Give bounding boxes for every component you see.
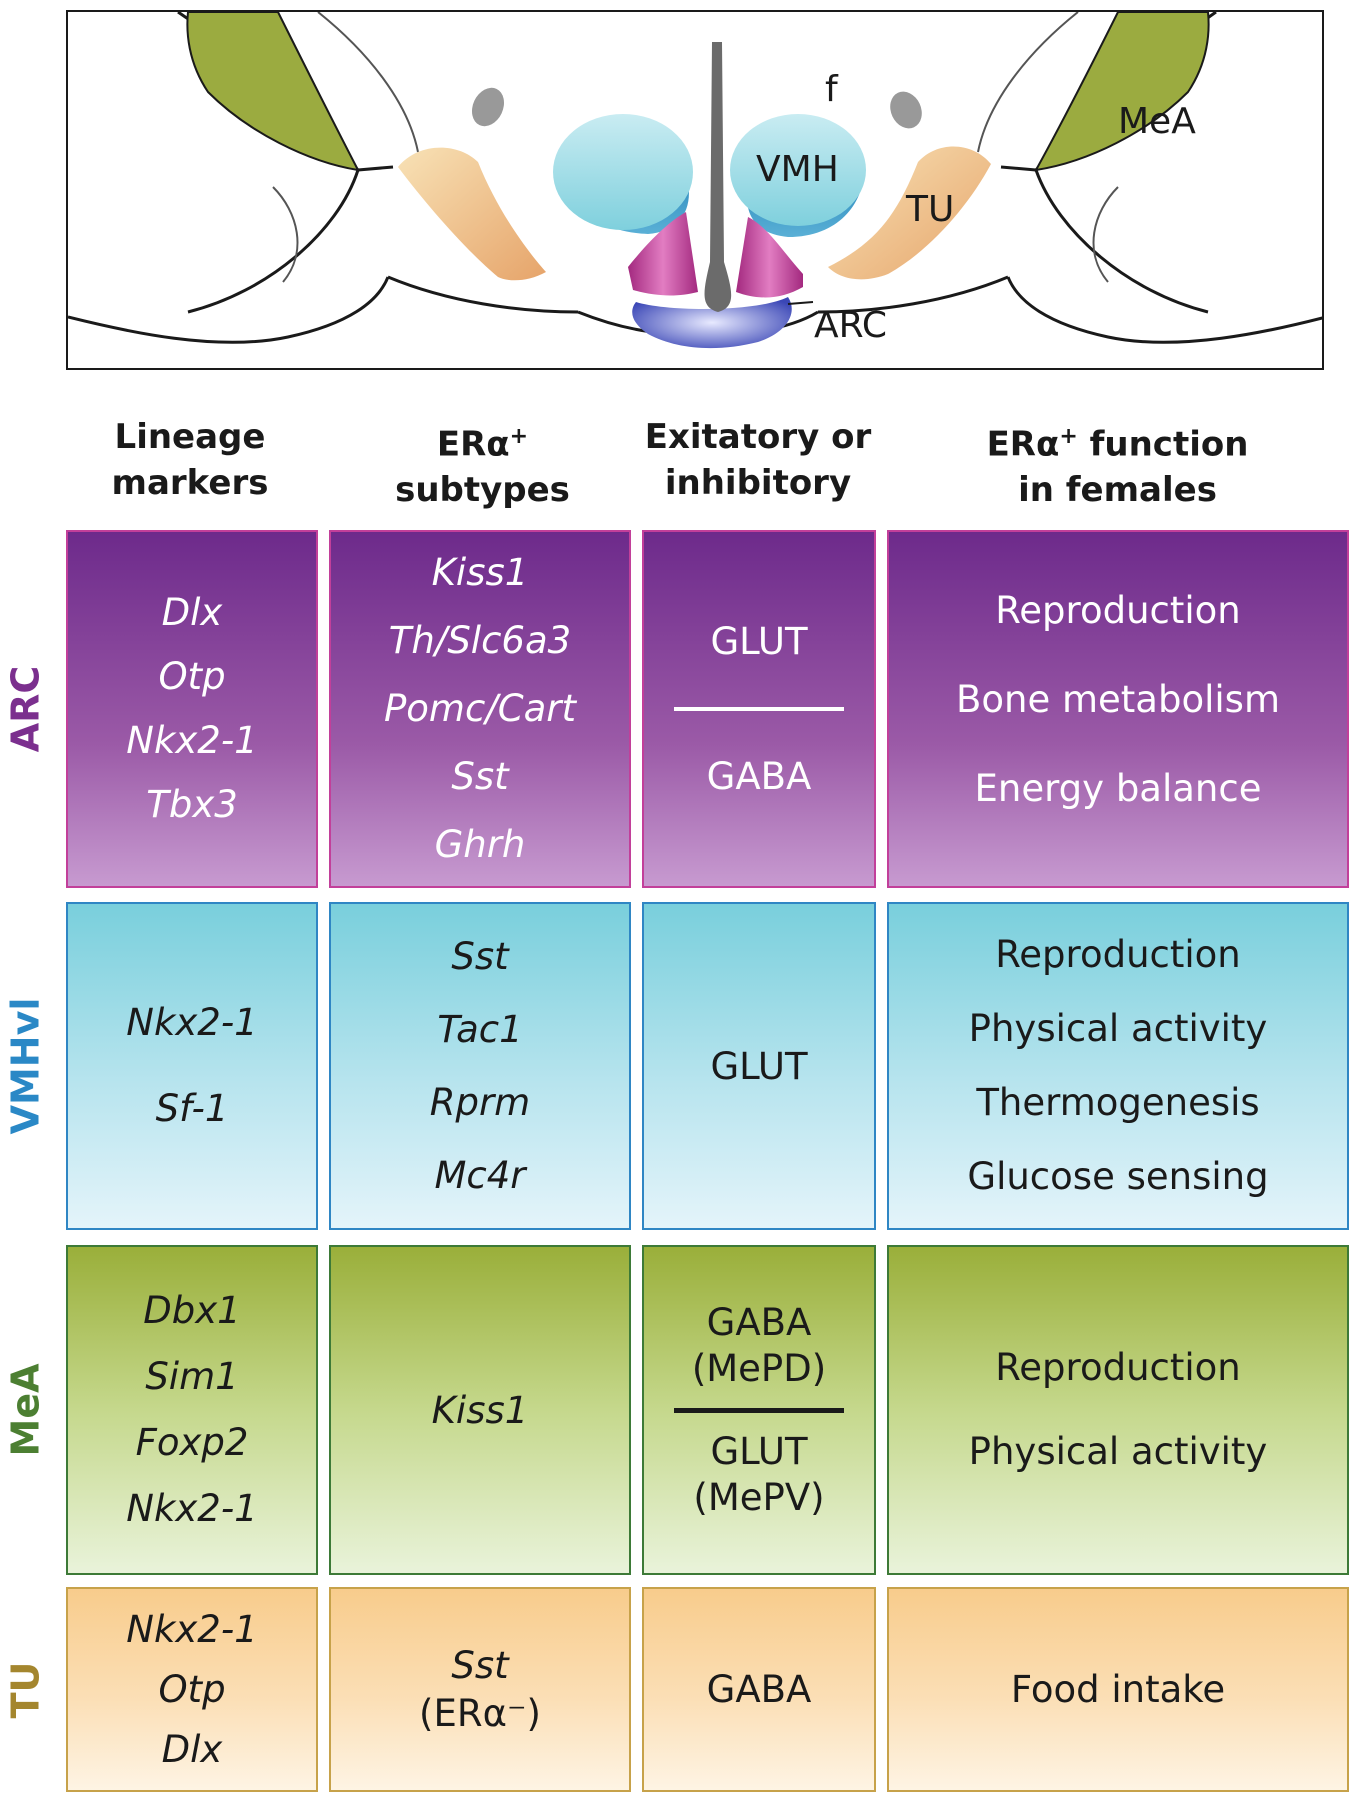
tu-function-cell: Food intake: [887, 1587, 1349, 1792]
tu-lineage-cell: Nkx2-1 Otp Dlx: [66, 1587, 318, 1792]
arc-function-cell: Reproduction Bone metabolism Energy bala…: [887, 530, 1349, 888]
mea-function-cell: Reproduction Physical activity: [887, 1245, 1349, 1575]
tu-subtypes-cell: Sst (ERα⁻): [329, 1587, 631, 1792]
vmh-right-region: [730, 114, 866, 226]
mea-lineage-cell: Dbx1 Sim1 Foxp2 Nkx2-1: [66, 1245, 318, 1575]
mea-left-region: [186, 12, 360, 172]
vmh-function-cell: Reproduction Physical activity Thermogen…: [887, 902, 1349, 1230]
divider: [674, 707, 844, 711]
brain-section-diagram: f VMH TU ARC MeA: [66, 10, 1324, 370]
arc-left-region: [628, 212, 698, 296]
row-label-vmhvl: VMHvl: [3, 997, 48, 1135]
outline-left-2: [187, 169, 360, 314]
third-ventricle: [704, 42, 732, 312]
mea-subtypes-cell: Kiss1: [329, 1245, 631, 1575]
vmh-excitatory-cell: GLUT: [642, 902, 876, 1230]
row-label-mea: MeA: [3, 1363, 47, 1457]
tu-label: TU: [906, 189, 955, 230]
arc-excitatory-cell: GLUT GABA: [642, 530, 876, 888]
divider: [674, 1407, 844, 1413]
vmh-subtypes-cell: Sst Tac1 Rprm Mc4r: [329, 902, 631, 1230]
header-excitatory-inhibitory: Exitatory or inhibitory: [644, 417, 872, 503]
mea-right-region: [1034, 12, 1210, 172]
tu-left-region: [398, 147, 546, 281]
arc-lineage-cell: Dlx Otp Nkx2-1 Tbx3: [66, 530, 318, 888]
fornix-left: [471, 87, 505, 127]
brain-section-drawing: [68, 12, 1322, 349]
tu-excitatory-cell: GABA: [642, 1587, 876, 1792]
arc-right-region: [736, 217, 803, 298]
header-era-function: ERα+ function in females: [986, 424, 1249, 511]
tu-right-region: [828, 146, 991, 280]
median-eminence: [632, 297, 792, 349]
arc-subtypes-cell: Kiss1 Th/Slc6a3 Pomc/Cart Sst Ghrh: [329, 530, 631, 888]
fornix-right: [890, 91, 922, 129]
header-era-subtypes: ERα+ subtypes: [395, 424, 570, 511]
arc-label: ARC: [814, 305, 887, 346]
vmh-left-region: [553, 114, 693, 230]
mea-excitatory-cell: GABA (MePD) GLUT (MePV): [642, 1245, 876, 1575]
vmh-label: VMH: [756, 149, 839, 190]
header-lineage-markers: Lineage markers: [111, 417, 269, 503]
row-label-tu: TU: [3, 1661, 47, 1718]
outline-left-3: [68, 276, 390, 344]
fornix-label: f: [825, 69, 838, 110]
mea-label: MeA: [1118, 101, 1196, 142]
row-label-arc: ARC: [3, 665, 47, 753]
vmh-lineage-cell: Nkx2-1 Sf-1: [66, 902, 318, 1230]
